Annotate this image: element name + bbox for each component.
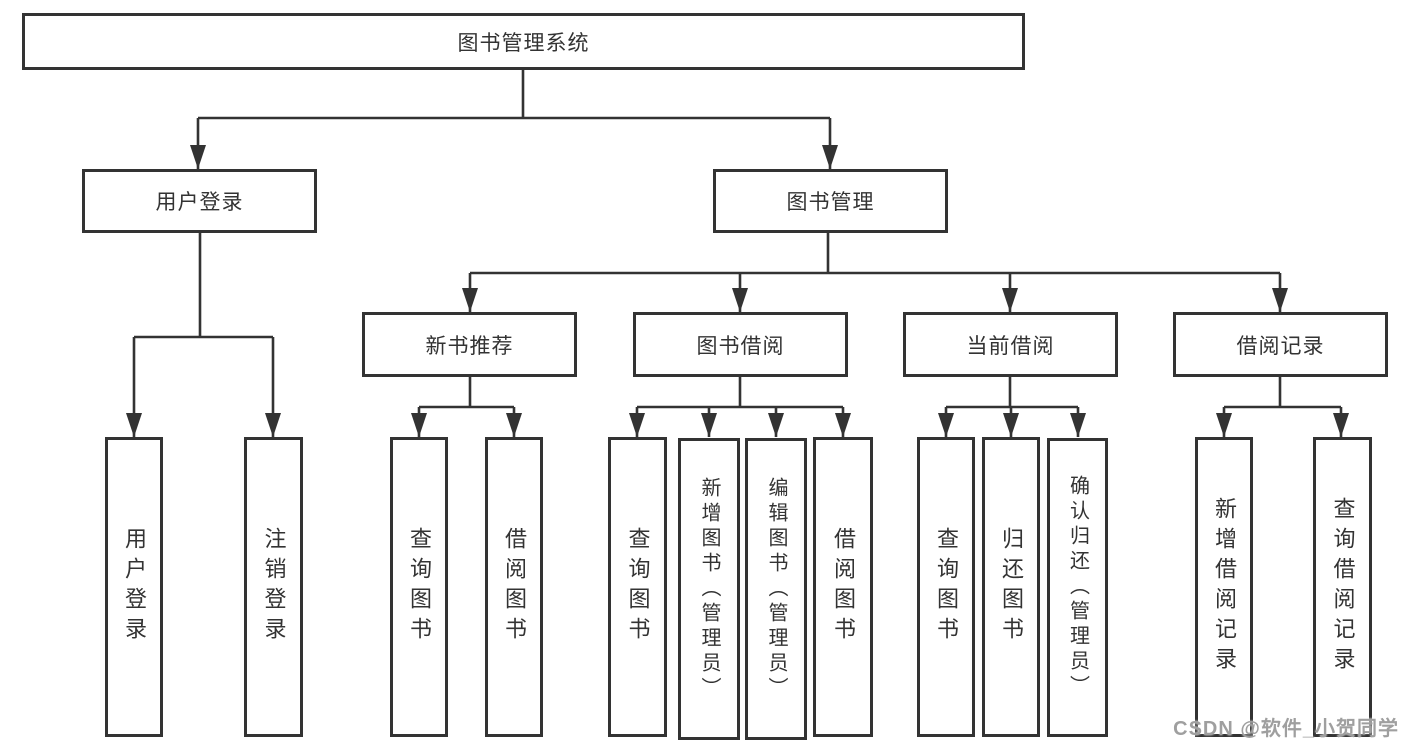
leaf-query-books-current: 查询图书 <box>917 437 975 737</box>
leaf-return-books: 归还图书 <box>982 437 1040 737</box>
leaf-add-books-admin: 新增图书（管理员） <box>678 438 740 740</box>
node-borrowing-records: 借阅记录 <box>1173 312 1388 377</box>
leaf-logout-login-label: 注销登录 <box>261 527 287 647</box>
leaf-query-borrow-record: 查询借阅记录 <box>1313 437 1372 737</box>
leaf-borrow-books-borrowing-label: 借阅图书 <box>831 527 856 647</box>
leaf-confirm-return-admin: 确认归还（管理员） <box>1047 438 1108 737</box>
leaf-query-books-borrowing: 查询图书 <box>608 437 667 737</box>
leaf-borrow-books-recommend-label: 借阅图书 <box>502 527 527 647</box>
leaf-return-books-label: 归还图书 <box>999 527 1024 647</box>
node-book-borrowing: 图书借阅 <box>633 312 848 377</box>
leaf-user-login: 用户登录 <box>105 437 163 737</box>
leaf-edit-books-admin-label: 编辑图书（管理员） <box>765 476 787 702</box>
leaf-confirm-return-admin-label: 确认归还（管理员） <box>1066 475 1089 700</box>
leaf-logout-login: 注销登录 <box>244 437 303 737</box>
leaf-add-borrow-record: 新增借阅记录 <box>1195 437 1253 737</box>
leaf-query-books-current-label: 查询图书 <box>934 527 959 647</box>
node-root: 图书管理系统 <box>22 13 1025 70</box>
leaf-user-login-label: 用户登录 <box>122 527 147 647</box>
node-current-borrowing: 当前借阅 <box>903 312 1118 377</box>
node-book-management: 图书管理 <box>713 169 948 233</box>
node-user-login: 用户登录 <box>82 169 317 233</box>
leaf-query-books-borrowing-label: 查询图书 <box>625 527 651 647</box>
leaf-query-books-recommend: 查询图书 <box>390 437 448 737</box>
leaf-add-borrow-record-label: 新增借阅记录 <box>1212 497 1237 677</box>
leaf-add-books-admin-label: 新增图书（管理员） <box>698 476 720 702</box>
leaf-borrow-books-recommend: 借阅图书 <box>485 437 543 737</box>
csdn-watermark: CSDN @软件_小贺同学 <box>1173 718 1399 740</box>
leaf-query-borrow-record-label: 查询借阅记录 <box>1330 497 1356 677</box>
leaf-edit-books-admin: 编辑图书（管理员） <box>745 438 807 740</box>
leaf-borrow-books-borrowing: 借阅图书 <box>813 437 873 737</box>
leaf-query-books-recommend-label: 查询图书 <box>407 527 432 647</box>
node-new-book-recommend: 新书推荐 <box>362 312 577 377</box>
